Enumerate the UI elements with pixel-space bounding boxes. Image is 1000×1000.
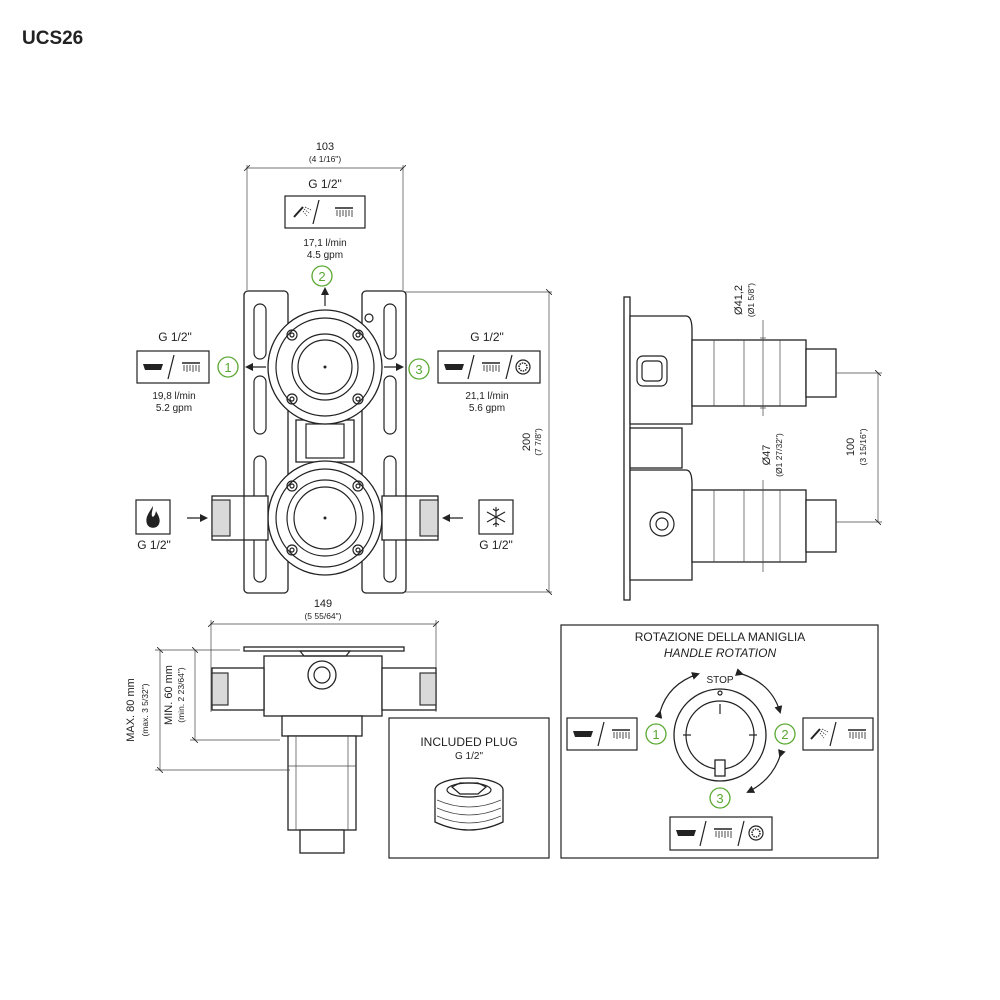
cold-inlet-thread: G 1/2" <box>479 538 513 552</box>
hot-inlet-box <box>135 499 171 535</box>
shower-head-icon <box>181 362 201 373</box>
width-dimension-inch: (4 1/16") <box>309 154 341 164</box>
bathtub-icon <box>572 726 594 740</box>
upper-diameter-inch: (Ø1 5/8") <box>746 283 756 317</box>
front-view: 103 (4 1/16") 200 (7 7/8") <box>135 141 552 593</box>
svg-text:2: 2 <box>318 269 325 284</box>
outlet-top-thread: G 1/2" <box>308 177 342 191</box>
min-depth-dimension-inch: (min. 2 23/64") <box>176 667 186 723</box>
lower-diameter: Ø47 <box>761 445 773 466</box>
outlet-right-flow-lmin: 21,1 l/min <box>465 391 508 402</box>
svg-text:3: 3 <box>716 791 723 806</box>
rotation-title-en: HANDLE ROTATION <box>664 646 777 660</box>
outlet-left-icon-box <box>136 350 210 384</box>
side-view: Ø41,2 (Ø1 5/8") Ø47 (Ø1 27/32") 100 (3 1… <box>623 283 882 601</box>
bathtub-icon <box>142 359 164 373</box>
shower-head-icon <box>847 729 867 740</box>
outlet-right-flow-gpm: 5.6 gpm <box>469 403 505 414</box>
max-depth-dimension: MAX. 80 mm <box>125 678 137 742</box>
outlet-left-flow-lmin: 19,8 l/min <box>152 391 195 402</box>
rotation-title-it: ROTAZIONE DELLA MANIGLIA <box>635 630 805 644</box>
flame-icon <box>146 506 160 528</box>
bathtub-icon <box>443 359 465 373</box>
bottom-width-dimension: 149 <box>314 598 332 610</box>
bottom-width-dimension-inch: (5 55/64") <box>304 611 341 621</box>
shower-head-icon <box>611 729 631 740</box>
stop-label: STOP <box>706 675 733 686</box>
outlet-number-1 <box>217 356 239 378</box>
spacing-dimension: 100 <box>845 438 857 456</box>
shower-head-icon <box>713 828 733 839</box>
height-dimension: 200 <box>521 433 533 451</box>
shower-head-icon <box>334 207 354 218</box>
hot-inlet-thread: G 1/2" <box>137 538 171 552</box>
outlet-right-icon-box <box>437 350 541 384</box>
hand-shower-icon <box>810 728 829 740</box>
cold-inlet-box <box>478 499 514 535</box>
plug-icon <box>515 359 531 375</box>
product-code: UCS26 <box>22 28 83 49</box>
width-dimension: 103 <box>316 141 334 153</box>
height-dimension-inch: (7 7/8") <box>533 428 543 456</box>
plug-illustration <box>434 777 504 831</box>
outlet-top-flow-gpm: 4.5 gpm <box>307 250 343 261</box>
shower-head-icon <box>481 362 501 373</box>
rotation-position-3 <box>709 787 731 809</box>
handle-rotation-box: ROTAZIONE DELLA MANIGLIA HANDLE ROTATION… <box>560 624 879 859</box>
outlet-left-thread: G 1/2" <box>158 330 192 344</box>
included-plug-box: INCLUDED PLUG G 1/2" <box>388 717 550 859</box>
upper-diameter: Ø41,2 <box>733 285 745 315</box>
outlet-left-flow-gpm: 5.2 gpm <box>156 403 192 414</box>
svg-text:1: 1 <box>224 360 231 375</box>
hand-shower-icon <box>293 206 312 218</box>
wall-plate <box>623 296 631 601</box>
spacing-dimension-inch: (3 15/16") <box>858 428 868 465</box>
outlet-right-thread: G 1/2" <box>470 330 504 344</box>
snowflake-icon <box>486 507 506 527</box>
plug-icon <box>748 825 764 841</box>
plug-thread: G 1/2" <box>455 751 483 762</box>
outlet-top-icon-box <box>284 195 366 229</box>
rotation-position-2 <box>774 723 796 745</box>
svg-text:2: 2 <box>781 727 788 742</box>
outlet-number-2 <box>311 265 333 287</box>
plug-title: INCLUDED PLUG <box>420 735 517 749</box>
lower-diameter-inch: (Ø1 27/32") <box>774 433 784 477</box>
outlet-number-3 <box>408 358 430 380</box>
max-depth-dimension-inch: (max. 3 5/32") <box>140 683 150 736</box>
svg-text:3: 3 <box>415 362 422 377</box>
min-depth-dimension: MIN. 60 mm <box>163 665 175 725</box>
svg-text:1: 1 <box>652 727 659 742</box>
bottom-view: 149 (5 55/64") MAX. 80 mm (max. 3 5/32")… <box>125 598 436 854</box>
bathtub-icon <box>675 825 697 839</box>
rotation-position-1 <box>645 723 667 745</box>
outlet-top-flow-lmin: 17,1 l/min <box>303 238 346 249</box>
